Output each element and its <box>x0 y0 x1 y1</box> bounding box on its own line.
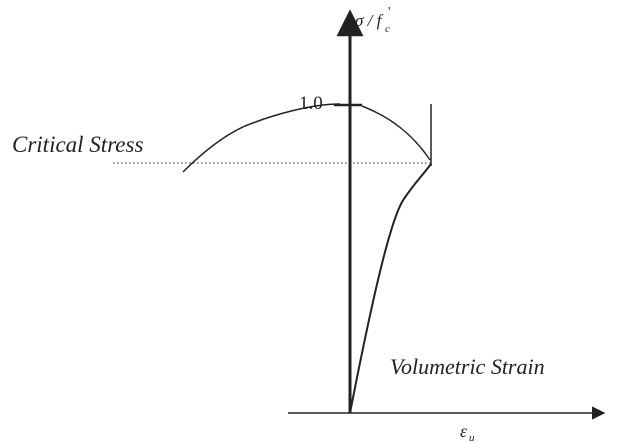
y-axis-label-sigma: σ / f <box>355 11 384 30</box>
volumetric-strain-label: Volumetric Strain <box>390 354 545 379</box>
x-axis-label-sub: u <box>469 432 475 443</box>
volumetric-strain-curve <box>349 163 432 414</box>
y-axis-label-prime: ' <box>388 5 391 20</box>
peak-label: 1.0 <box>299 93 323 114</box>
y-axis-label: σ / f c ' <box>355 5 391 35</box>
x-axis-label: ε u <box>460 421 475 443</box>
x-axis-label-eps: ε <box>460 421 468 441</box>
critical-stress-label: Critical Stress <box>12 132 143 157</box>
post-peak-curve <box>361 105 431 161</box>
axial-strain-curve <box>182 103 341 173</box>
y-axis-label-sub: c <box>385 23 390 35</box>
